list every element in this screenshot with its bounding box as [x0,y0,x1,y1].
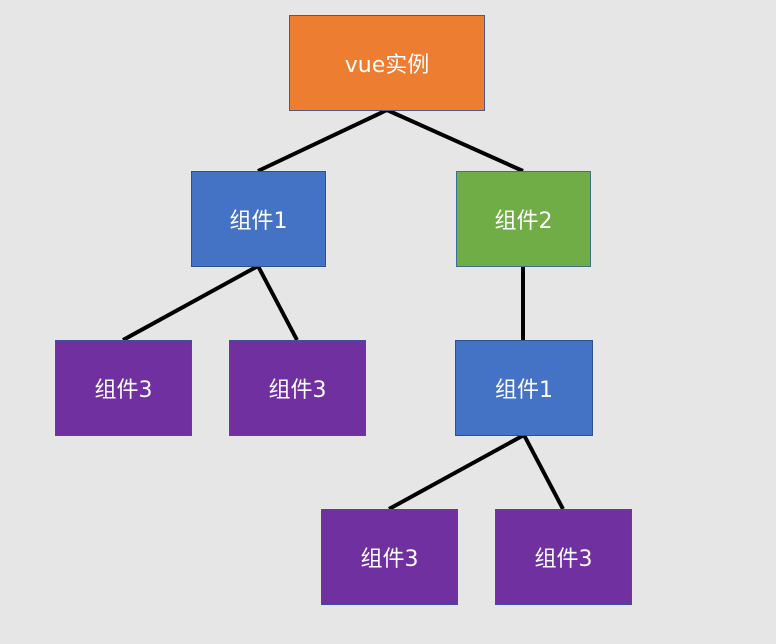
node-label: 组件1 [495,378,553,403]
node-component-3-b: 组件3 [229,340,366,436]
edge-root-to-comp1-left [257,108,388,173]
edge-comp1-left-to-comp3-b [256,265,299,341]
node-component-3-a: 组件3 [55,340,192,436]
node-label: 组件1 [229,209,288,234]
node-label: 组件3 [360,547,419,572]
node-label: 组件2 [494,209,553,234]
node-label: 组件3 [268,378,327,403]
node-component-3-d: 组件3 [495,509,632,605]
node-component-1-right: 组件1 [455,340,593,436]
edge-root-to-comp2 [386,108,524,173]
node-label: 组件3 [534,547,593,572]
node-component-1-left: 组件1 [191,171,326,267]
node-label: vue实例 [344,53,430,78]
edge-comp1-right-to-comp3-c [388,433,525,511]
node-vue-instance: vue实例 [289,15,485,111]
node-component-3-c: 组件3 [321,509,458,605]
node-label: 组件3 [94,378,153,403]
edge-comp1-left-to-comp3-a [122,264,259,342]
edge-comp1-right-to-comp3-d [522,434,565,510]
node-component-2: 组件2 [456,171,591,267]
